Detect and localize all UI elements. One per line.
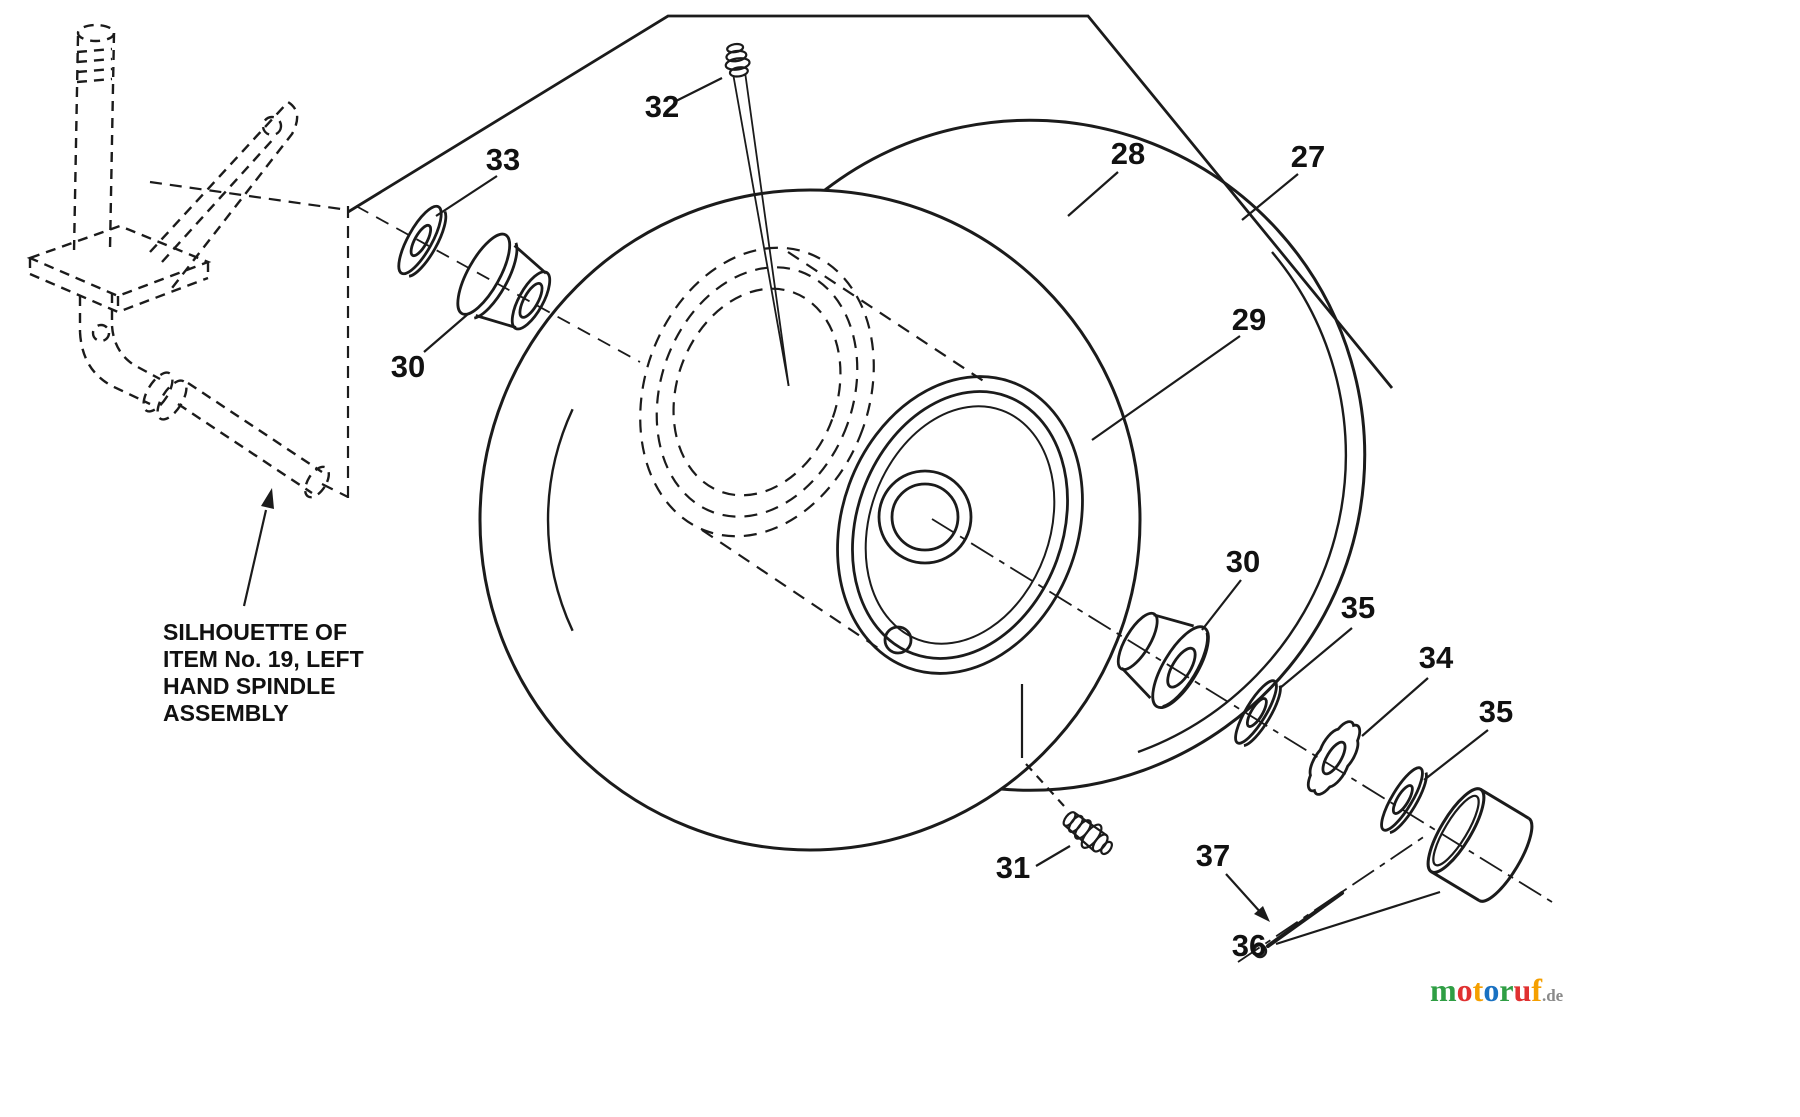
cotter-pin-37: [1252, 891, 1344, 959]
watermark-letter: o: [1483, 972, 1499, 1008]
axis-centerlines: [355, 205, 1553, 963]
note-line-3: HAND SPINDLE: [163, 673, 336, 699]
callout-30-lower: 30: [1226, 544, 1260, 579]
valve-stem-32: [724, 42, 790, 387]
washer-35-left: [1234, 679, 1282, 747]
callout-33: 33: [486, 142, 520, 177]
leader-33: [435, 175, 498, 217]
note-line-2: ITEM No. 19, LEFT: [163, 646, 364, 672]
part-outline-27: [347, 14, 1394, 389]
hub-bore: [890, 482, 960, 552]
callouts: 32 33 28 27 30 29 30 35 34 35 31 37 36: [391, 89, 1513, 963]
tire-front-face: [478, 188, 1142, 852]
rim-mid: [851, 390, 1069, 660]
leader-31: [1035, 845, 1071, 867]
watermark-letter: m: [1430, 972, 1457, 1008]
gusset-arm: [149, 100, 299, 289]
tire-28: [478, 118, 1367, 852]
watermark-letter: r: [1499, 972, 1513, 1008]
callout-31: 31: [996, 850, 1030, 885]
tube-end: [303, 465, 331, 499]
rim-valve-hole: [883, 625, 913, 655]
washer-33: [397, 204, 448, 278]
leader-lines: [242, 77, 1489, 946]
callout-34: 34: [1419, 640, 1454, 675]
callout-32: 32: [645, 89, 679, 124]
valve-pointer-a: [744, 73, 790, 387]
callout-37: 37: [1196, 838, 1230, 873]
tire-inner-arc: [546, 408, 574, 632]
note-line-1: SILHOUETTE OF: [163, 619, 347, 645]
shaft-top: [76, 23, 116, 43]
callout-28: 28: [1111, 136, 1145, 171]
spindle-silhouette: [26, 23, 331, 499]
note-text: SILHOUETTE OF ITEM No. 19, LEFT HAND SPI…: [163, 619, 364, 726]
hub-outer: [877, 469, 973, 565]
gusset-hole: [261, 115, 283, 137]
rim-inner: [864, 405, 1056, 645]
callout-35-right: 35: [1479, 694, 1513, 729]
projection-lines: [149, 180, 350, 500]
note-line-4: ASSEMBLY: [163, 700, 289, 726]
plate-hole: [91, 323, 111, 343]
watermark: motoruf.de: [1430, 972, 1564, 1008]
watermark-letter: u: [1514, 972, 1532, 1008]
wheel-rim-29: [836, 375, 1084, 675]
leader-30-lower: [1201, 579, 1242, 631]
leader-29: [1091, 335, 1241, 441]
bushing-30-upper: [456, 232, 552, 331]
leader-34: [1361, 677, 1429, 737]
watermark-suffix: .de: [1542, 986, 1564, 1005]
rim-outer: [836, 375, 1084, 675]
valve-stem-31: [1062, 811, 1113, 856]
leader-28: [1067, 171, 1119, 217]
leader-32: [675, 77, 723, 102]
valve-hole-connector: [1020, 684, 1065, 807]
note-arrowhead: [261, 488, 274, 509]
watermark-letter: o: [1457, 972, 1473, 1008]
callout-30-upper: 30: [391, 349, 425, 384]
callout-36: 36: [1232, 928, 1266, 963]
cap-36: [1426, 787, 1534, 903]
tire-back-face: [824, 118, 1367, 792]
leader-27: [1241, 173, 1299, 221]
leader-36: [1275, 890, 1441, 946]
callout-27: 27: [1291, 139, 1325, 174]
note-arrow-line: [242, 509, 268, 607]
castle-nut-34: [1299, 715, 1369, 800]
callout-29: 29: [1232, 302, 1266, 337]
washer-35-right: [1380, 766, 1428, 834]
watermark-letter: f: [1531, 972, 1542, 1008]
valve-pointer-b: [732, 75, 790, 387]
mount-plate: [26, 224, 212, 298]
callout-35-left: 35: [1341, 590, 1375, 625]
leader-37: [1225, 873, 1263, 915]
bushing-30-lower: [1116, 611, 1210, 709]
leader-37-arrowhead: [1254, 906, 1270, 922]
axis-lower: [931, 518, 1553, 903]
leader-35-left: [1279, 627, 1353, 689]
leader-30-upper: [423, 313, 469, 353]
watermark-letter: t: [1473, 972, 1484, 1008]
hidden-hub-lines: [639, 246, 986, 653]
leader-35-right: [1423, 729, 1489, 781]
tire-shoulder-arc: [1137, 251, 1348, 754]
